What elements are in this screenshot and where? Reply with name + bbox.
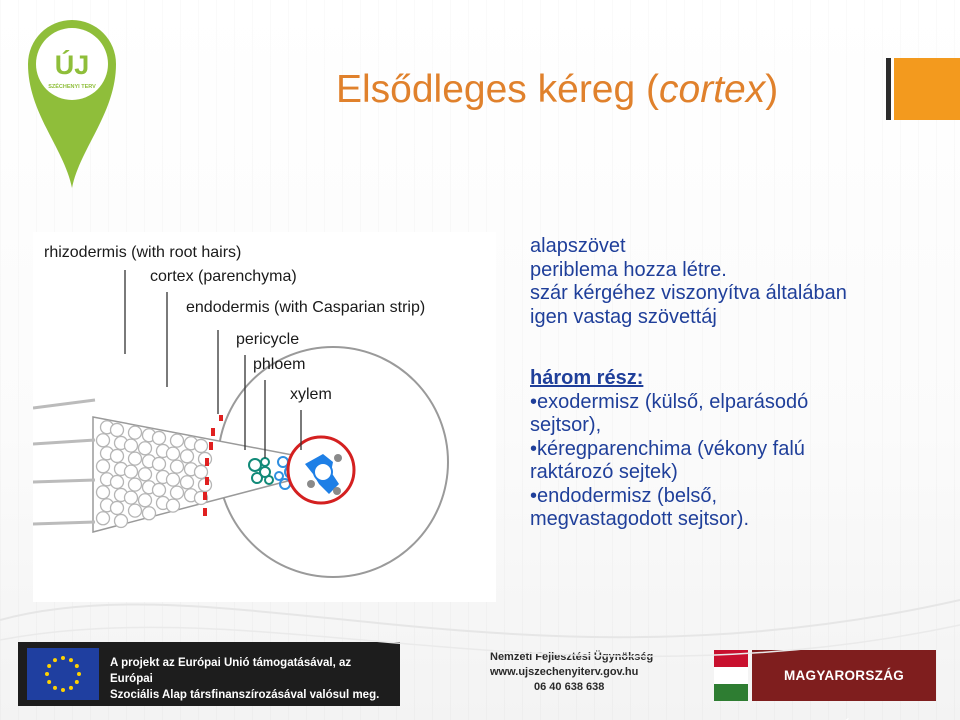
label-phloem: phloem — [253, 356, 306, 373]
uj-szechenyi-terv-logo: ÚJ SZÉCHENYI TERV — [28, 20, 116, 188]
eu-flag-icon — [27, 648, 99, 700]
text-line: alapszövet — [530, 235, 626, 257]
cortex-cell — [137, 467, 153, 482]
cortex-cell — [179, 449, 195, 464]
cortex-cell — [113, 513, 129, 529]
cortex-cell — [109, 500, 125, 516]
cortex-cell — [95, 459, 111, 474]
label-pericycle: pericycle — [236, 331, 300, 348]
cortex-cell — [179, 475, 195, 490]
eu-text-line: Szociális Alap társfinanszírozásával val… — [110, 689, 380, 701]
agency-name: Nemzeti Fejlesztési Ügynökség — [490, 651, 654, 663]
cortex-cell — [123, 464, 139, 479]
eu-star — [77, 672, 81, 676]
cortex-cells — [95, 420, 213, 529]
agency-phone: 06 40 638 638 — [534, 681, 605, 693]
cortex-cell — [151, 430, 167, 446]
title-main: Elsődleges kéreg ( — [336, 68, 660, 111]
page-title: Elsődleges kéreg (cortex) — [336, 68, 778, 112]
cortex-cell — [109, 422, 125, 438]
cortex-cell — [169, 459, 185, 474]
cortex-cell — [127, 451, 143, 466]
cortex-cell — [141, 506, 157, 521]
leader-lines — [124, 270, 302, 458]
cortex-cell — [137, 441, 153, 456]
bullet-item-cont: sejtsor), — [530, 414, 602, 436]
eu-star — [47, 664, 52, 668]
cortex-cell — [123, 490, 139, 505]
cortex-cell — [193, 438, 209, 454]
logo-subtitle: SZÉCHENYI TERV — [48, 82, 96, 90]
cortex-cell — [127, 425, 143, 440]
cortex-cell — [109, 474, 125, 490]
eu-text-line: A projekt az Európai Unió támogatásával,… — [110, 657, 352, 685]
label-cortex: cortex (parenchyma) — [150, 268, 297, 285]
cortex-cell — [165, 472, 181, 487]
phloem-cells — [248, 457, 274, 485]
bullet-item: •kéregparenchima (vékony falú — [530, 437, 805, 460]
slogan-banner: MAGYARORSZÁG MEGÚJUL — [752, 650, 936, 720]
bullet-item-cont: megvastagodott sejtsor). — [530, 508, 749, 530]
phloem-dot — [333, 487, 341, 495]
agency-website: www.ujszechenyiterv.gov.hu — [490, 666, 639, 678]
cortex-cell — [165, 446, 181, 461]
cortex-cell — [169, 433, 185, 448]
casparian-strips — [203, 415, 223, 516]
eu-star — [61, 688, 65, 692]
root-cross-section-diagram: rhizodermis (with root hairs) cortex (pa… — [33, 232, 496, 602]
hungarian-flag-icon — [714, 650, 748, 701]
bullet-item: •exodermisz (külső, elparásodó — [530, 390, 809, 413]
logo-mark: ÚJ — [55, 49, 90, 80]
cortex-cell — [95, 485, 111, 500]
eu-star — [69, 658, 73, 663]
cortex-cell — [193, 464, 209, 480]
eu-funding-banner: A projekt az Európai Unió támogatásával,… — [18, 642, 400, 706]
xylem-center — [313, 462, 333, 482]
eu-star — [47, 680, 52, 684]
text-line: igen vastag szövettáj — [530, 305, 717, 328]
phloem-dot — [307, 480, 315, 488]
agency-info: Nemzeti Fejlesztési Ügynökség www.ujszec… — [490, 650, 690, 695]
cortex-cell — [95, 433, 111, 448]
bullet-item-cont: raktározó sejtek) — [530, 461, 678, 483]
cortex-cell — [169, 485, 185, 500]
parts-heading: három rész: — [530, 367, 644, 389]
title-accent-block — [894, 58, 960, 120]
cortex-cell — [123, 438, 139, 453]
title-divider-bar — [886, 58, 891, 120]
text-line: periblema hozza létre. — [530, 258, 727, 281]
label-rhizodermis: rhizodermis (with root hairs) — [44, 244, 242, 261]
text-line: szár kérgéhez viszonyítva általában — [530, 282, 847, 304]
eu-star — [53, 658, 57, 663]
description-text: alapszövet periblema hozza létre. szár k… — [530, 235, 950, 532]
cortex-cell — [151, 482, 167, 498]
title-italic: cortex — [659, 68, 766, 111]
root-diagram-svg — [33, 270, 449, 578]
footer: A projekt az Európai Unió támogatásával,… — [0, 636, 960, 720]
cortex-cell — [127, 477, 143, 492]
label-endodermis: endodermis (with Casparian strip) — [186, 299, 426, 316]
phloem-dot — [334, 454, 342, 462]
eu-star — [45, 672, 49, 676]
root-hairs — [33, 398, 96, 526]
eu-star — [69, 685, 73, 690]
label-xylem: xylem — [290, 386, 332, 403]
cortex-cell — [151, 456, 167, 472]
cortex-cell — [165, 498, 181, 513]
cortex-cell — [95, 511, 111, 526]
eu-star — [74, 680, 79, 684]
cortex-cell — [109, 448, 125, 464]
cortex-cell — [137, 493, 153, 508]
eu-star — [61, 656, 65, 660]
cortex-cell — [127, 503, 143, 518]
bullet-item: •endodermisz (belső, — [530, 484, 718, 507]
eu-star — [53, 685, 57, 690]
eu-star — [74, 664, 79, 668]
title-close: ) — [765, 68, 779, 111]
eu-funding-text: A projekt az Európai Unió támogatásával,… — [110, 655, 396, 703]
